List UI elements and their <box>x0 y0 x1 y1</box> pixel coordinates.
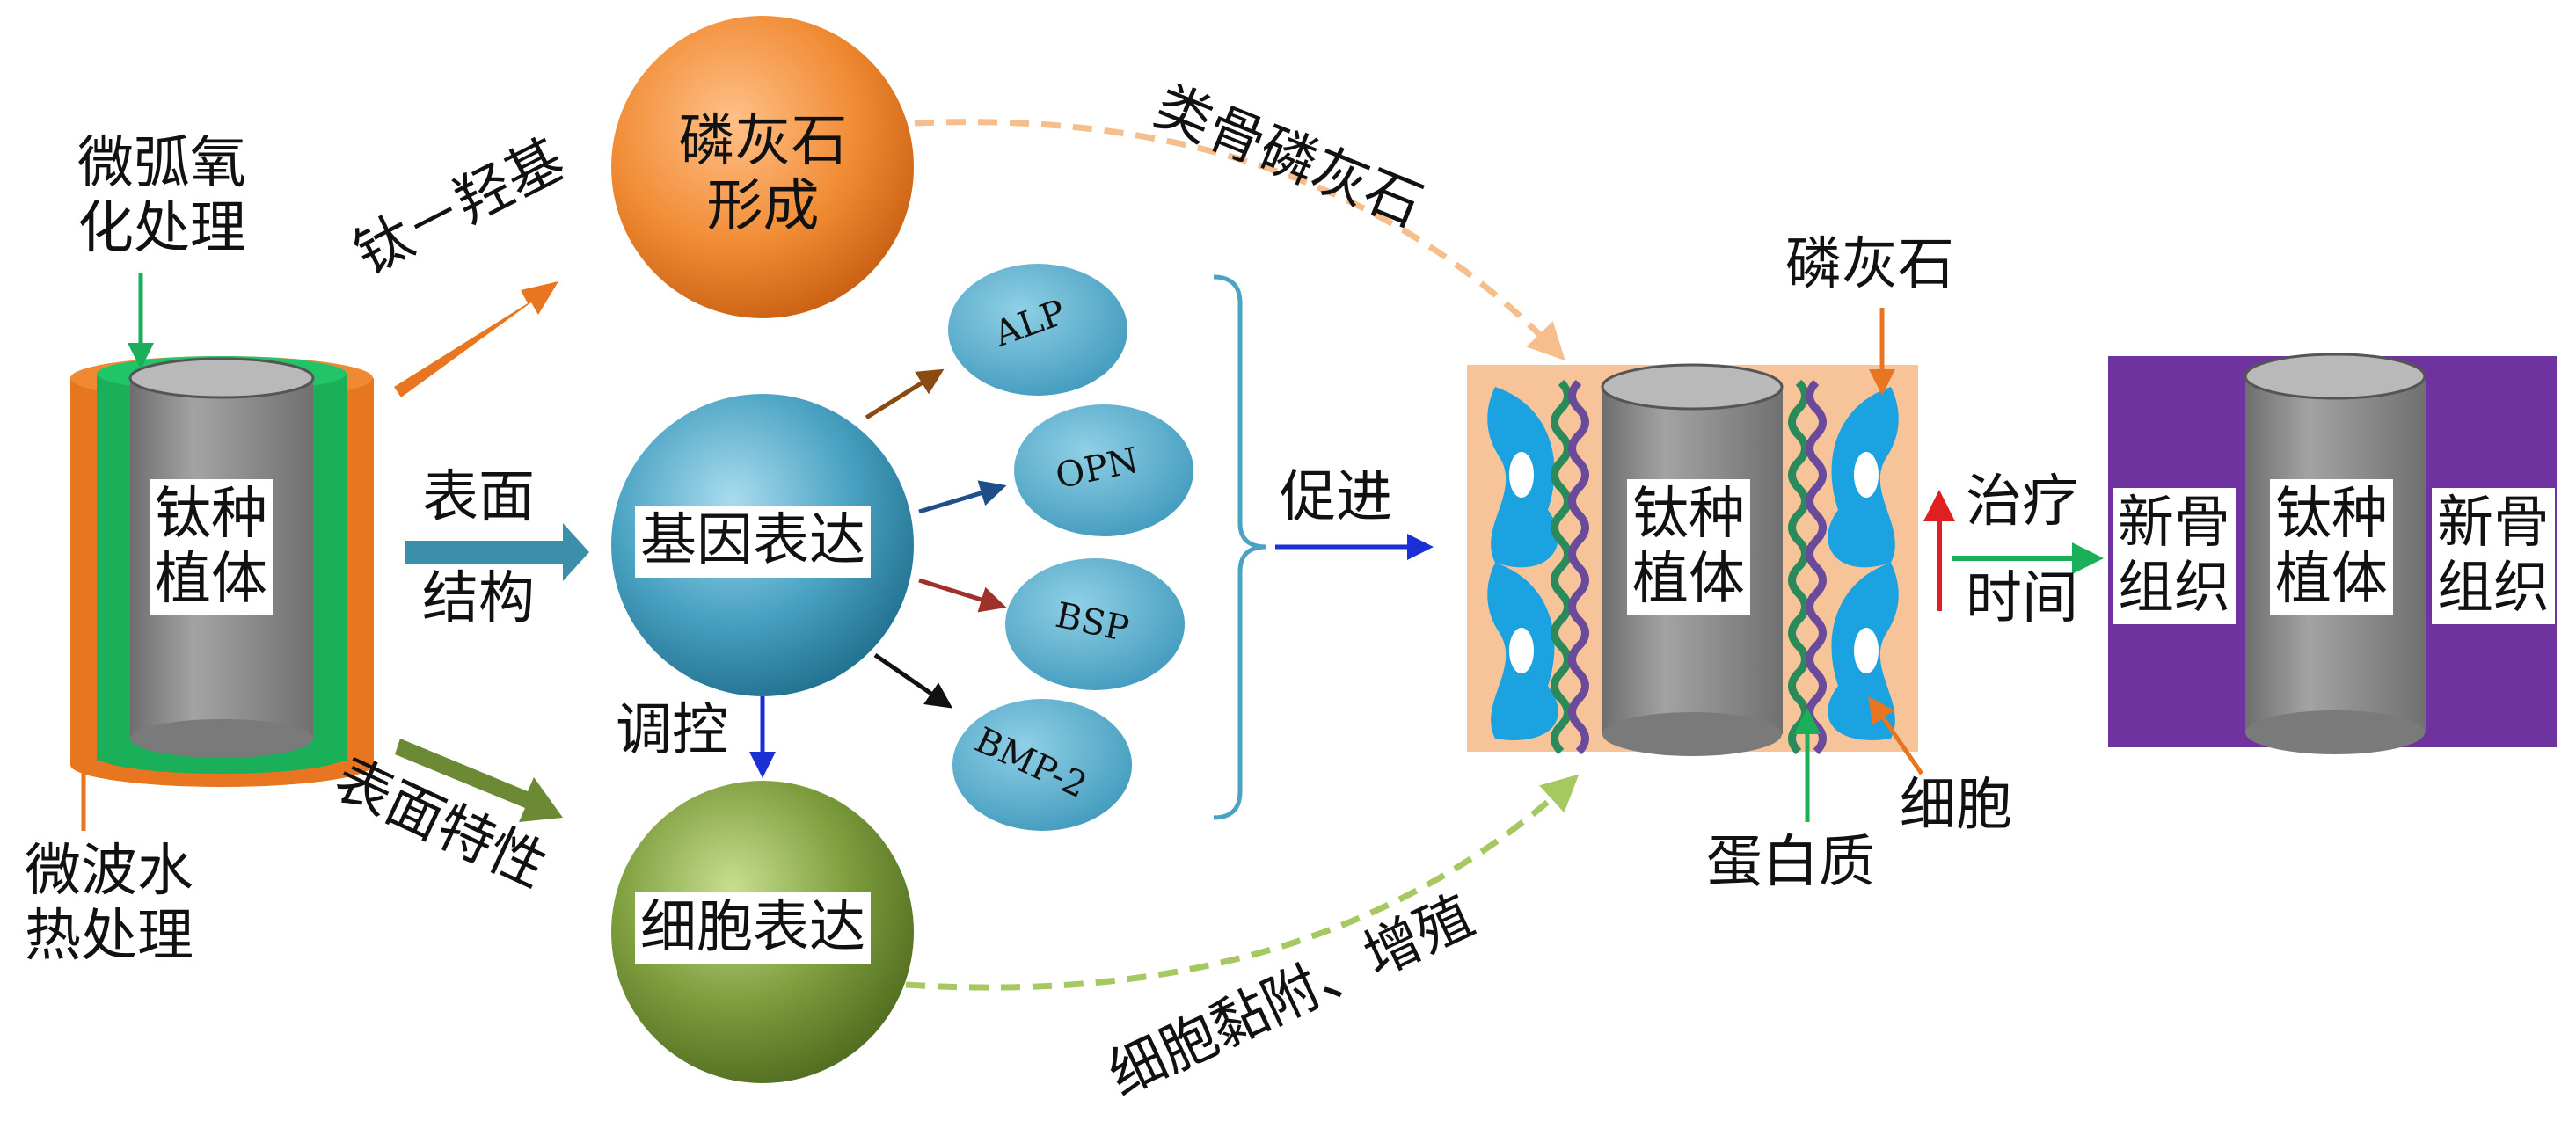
treatment-label-line2: 时间 <box>1966 566 2078 631</box>
protein-label: 蛋白质 <box>1706 830 1875 895</box>
bmp2-arrow <box>873 652 953 709</box>
protein-strands-left <box>1551 379 1589 755</box>
surface-property-arrow <box>395 739 563 822</box>
hydrothermal-label: 微波水 热处理 <box>25 839 193 969</box>
cell-expression-label: 细胞表达 <box>635 892 871 964</box>
treatment-label-line1: 治疗 <box>1966 470 2078 535</box>
cell-nucleus <box>1854 628 1879 673</box>
cell-nucleus <box>1509 452 1534 498</box>
gene-bmp2 <box>952 699 1132 831</box>
alp-arrow <box>865 368 945 420</box>
apatite-formation-label: 磷灰石 形成 <box>678 109 848 239</box>
cell-nucleus <box>1854 452 1879 498</box>
surface-structure-label-line1: 表面 <box>422 465 535 530</box>
new-bone-left-label: 新骨 组织 <box>2113 488 2236 625</box>
cell-dashed-curve <box>905 774 1580 991</box>
surface-structure-label-line2: 结构 <box>422 566 535 631</box>
cell-nucleus <box>1509 628 1534 673</box>
left-implant <box>70 356 374 787</box>
gene-bracket <box>1213 274 1267 820</box>
protein-strands-right <box>1788 379 1827 755</box>
gene-expression-label: 基因表达 <box>635 506 871 578</box>
apatite-dashed-curve <box>914 119 1565 361</box>
mao-label: 微弧氧 化处理 <box>77 131 246 261</box>
cell-pointer-arrow <box>1868 695 1924 775</box>
bsp-arrow <box>918 578 1007 613</box>
left-implant-label-line1: 钛种 <box>155 482 267 547</box>
regulate-label: 调控 <box>616 698 728 763</box>
gene-alp <box>948 264 1127 396</box>
right-implant-label: 钛种 植体 <box>2270 479 2393 616</box>
apatite-label: 磷灰石 <box>1785 232 1954 297</box>
gene-bsp <box>1005 558 1185 690</box>
cell-label: 细胞 <box>1900 773 2012 838</box>
apatite-formation-circle <box>611 16 914 318</box>
ti-oh-arrow <box>394 281 558 397</box>
gene-opn <box>1014 404 1193 536</box>
middle-implant-label: 钛种 植体 <box>1627 479 1750 616</box>
surface-structure-arrow <box>405 523 589 581</box>
opn-arrow <box>918 480 1007 514</box>
left-implant-label: 钛种 植体 <box>150 479 273 616</box>
left-implant-label-line2: 植体 <box>155 546 267 612</box>
new-bone-right-label: 新骨 组织 <box>2432 488 2555 625</box>
promote-label: 促进 <box>1280 465 1392 530</box>
